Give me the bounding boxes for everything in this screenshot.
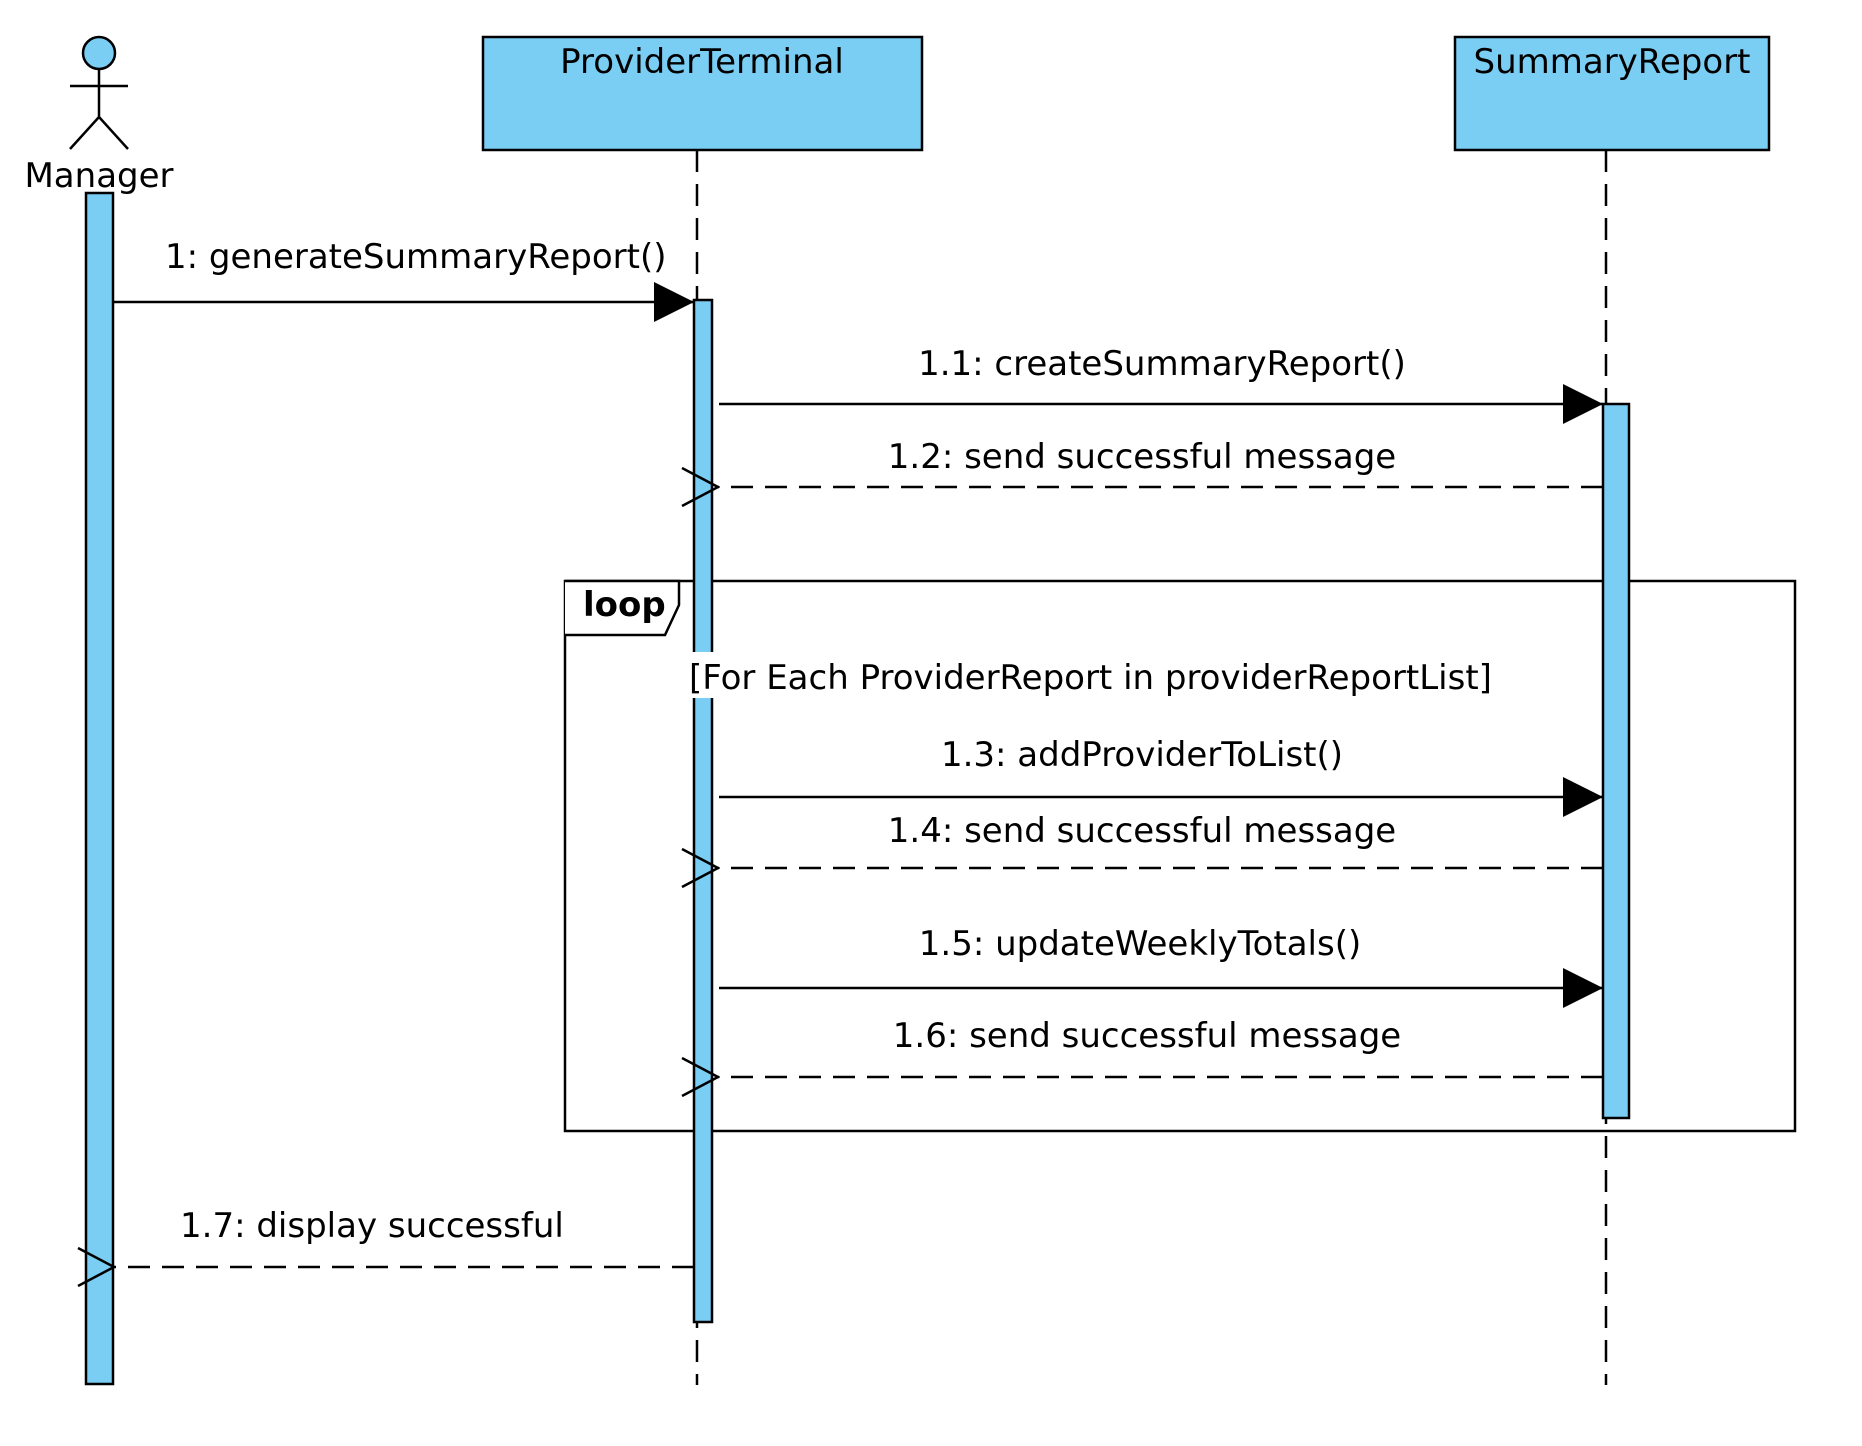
message-label: 1.3: addProviderToList() — [941, 735, 1343, 775]
loop-operator-label: loop — [583, 585, 666, 625]
lifeline-head-summary-report: SummaryReport — [1453, 35, 1771, 152]
activation-bar-manager — [84, 191, 115, 1386]
lifeline-head-provider-terminal: ProviderTerminal — [481, 35, 924, 152]
message-1-5: 1.5: updateWeeklyTotals() — [719, 924, 1603, 1008]
loop-fragment: loop — [563, 579, 1797, 1133]
message-1-2: 1.2: send successful message — [718, 437, 1603, 487]
message-1-4: 1.4: send successful message — [718, 811, 1603, 868]
loop-frame — [563, 579, 1797, 1133]
activation-bar-summary-report — [1601, 402, 1631, 1120]
message-label: 1.4: send successful message — [888, 811, 1396, 851]
activation-bar-provider-terminal — [692, 298, 714, 1324]
stick-figure-icon — [69, 35, 129, 150]
loop-guard-backdrop — [690, 652, 1498, 698]
message-label: 1: generateSummaryReport() — [165, 237, 666, 277]
actor-manager: Manager — [24, 35, 174, 196]
message-1-3: 1.3: addProviderToList() — [719, 735, 1603, 817]
message-1-1: 1.1: createSummaryReport() — [719, 344, 1603, 424]
message-label: 1.6: send successful message — [893, 1016, 1401, 1056]
message-1-6: 1.6: send successful message — [718, 1016, 1603, 1077]
message-label: 1.7: display successful — [180, 1206, 564, 1246]
message-label: 1.5: updateWeeklyTotals() — [919, 924, 1362, 964]
message-label: 1.2: send successful message — [888, 437, 1396, 477]
message-1-7: 1.7: display successful — [114, 1206, 694, 1267]
message-label: 1.1: createSummaryReport() — [918, 344, 1406, 384]
loop-operator-pentagon — [565, 579, 681, 637]
loop-guard: [For Each ProviderReport in providerRepo… — [689, 658, 1492, 698]
summary-report-label: SummaryReport — [1473, 42, 1750, 82]
actor-manager-label: Manager — [24, 156, 173, 196]
message-1: 1: generateSummaryReport() — [113, 237, 694, 322]
provider-terminal-label: ProviderTerminal — [560, 42, 844, 82]
